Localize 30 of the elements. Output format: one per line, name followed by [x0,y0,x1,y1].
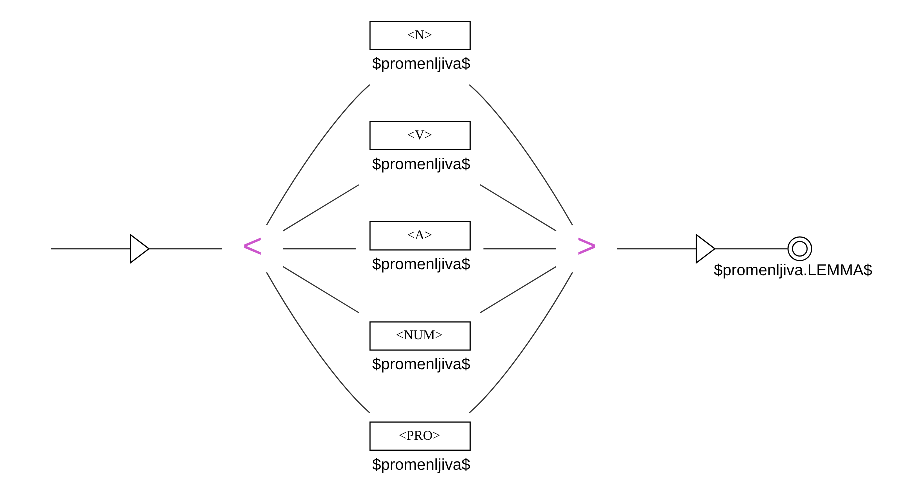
node-label: $promenljiva.LEMMA$ [714,262,873,280]
connector [480,184,557,232]
node-box: <PRO> [370,422,471,451]
node-text: < [242,227,263,266]
node-label: $promenljiva$ [372,456,471,474]
node-label: $promenljiva$ [372,156,471,174]
node-box: <NUM> [370,322,471,351]
connector [469,272,574,414]
node-label: $promenljiva$ [372,56,471,74]
node-box: <A> [370,221,471,251]
node-triangle [130,234,150,264]
connector [283,184,360,232]
connector [617,248,696,250]
node-label: $promenljiva$ [372,256,471,274]
connector [283,248,356,250]
node-triangle [696,234,716,264]
node-label: $promenljiva$ [372,356,471,374]
connector [484,248,556,250]
connector [266,84,370,226]
connector [480,266,557,314]
node-text: > [576,227,597,266]
connector [715,248,788,250]
connector [283,266,360,314]
connector [469,84,574,226]
node-box: <N> [370,21,471,50]
connector [149,248,222,250]
node-circle [788,236,812,262]
connector [51,248,130,250]
node-box: <V> [370,121,471,151]
connector [266,272,370,414]
